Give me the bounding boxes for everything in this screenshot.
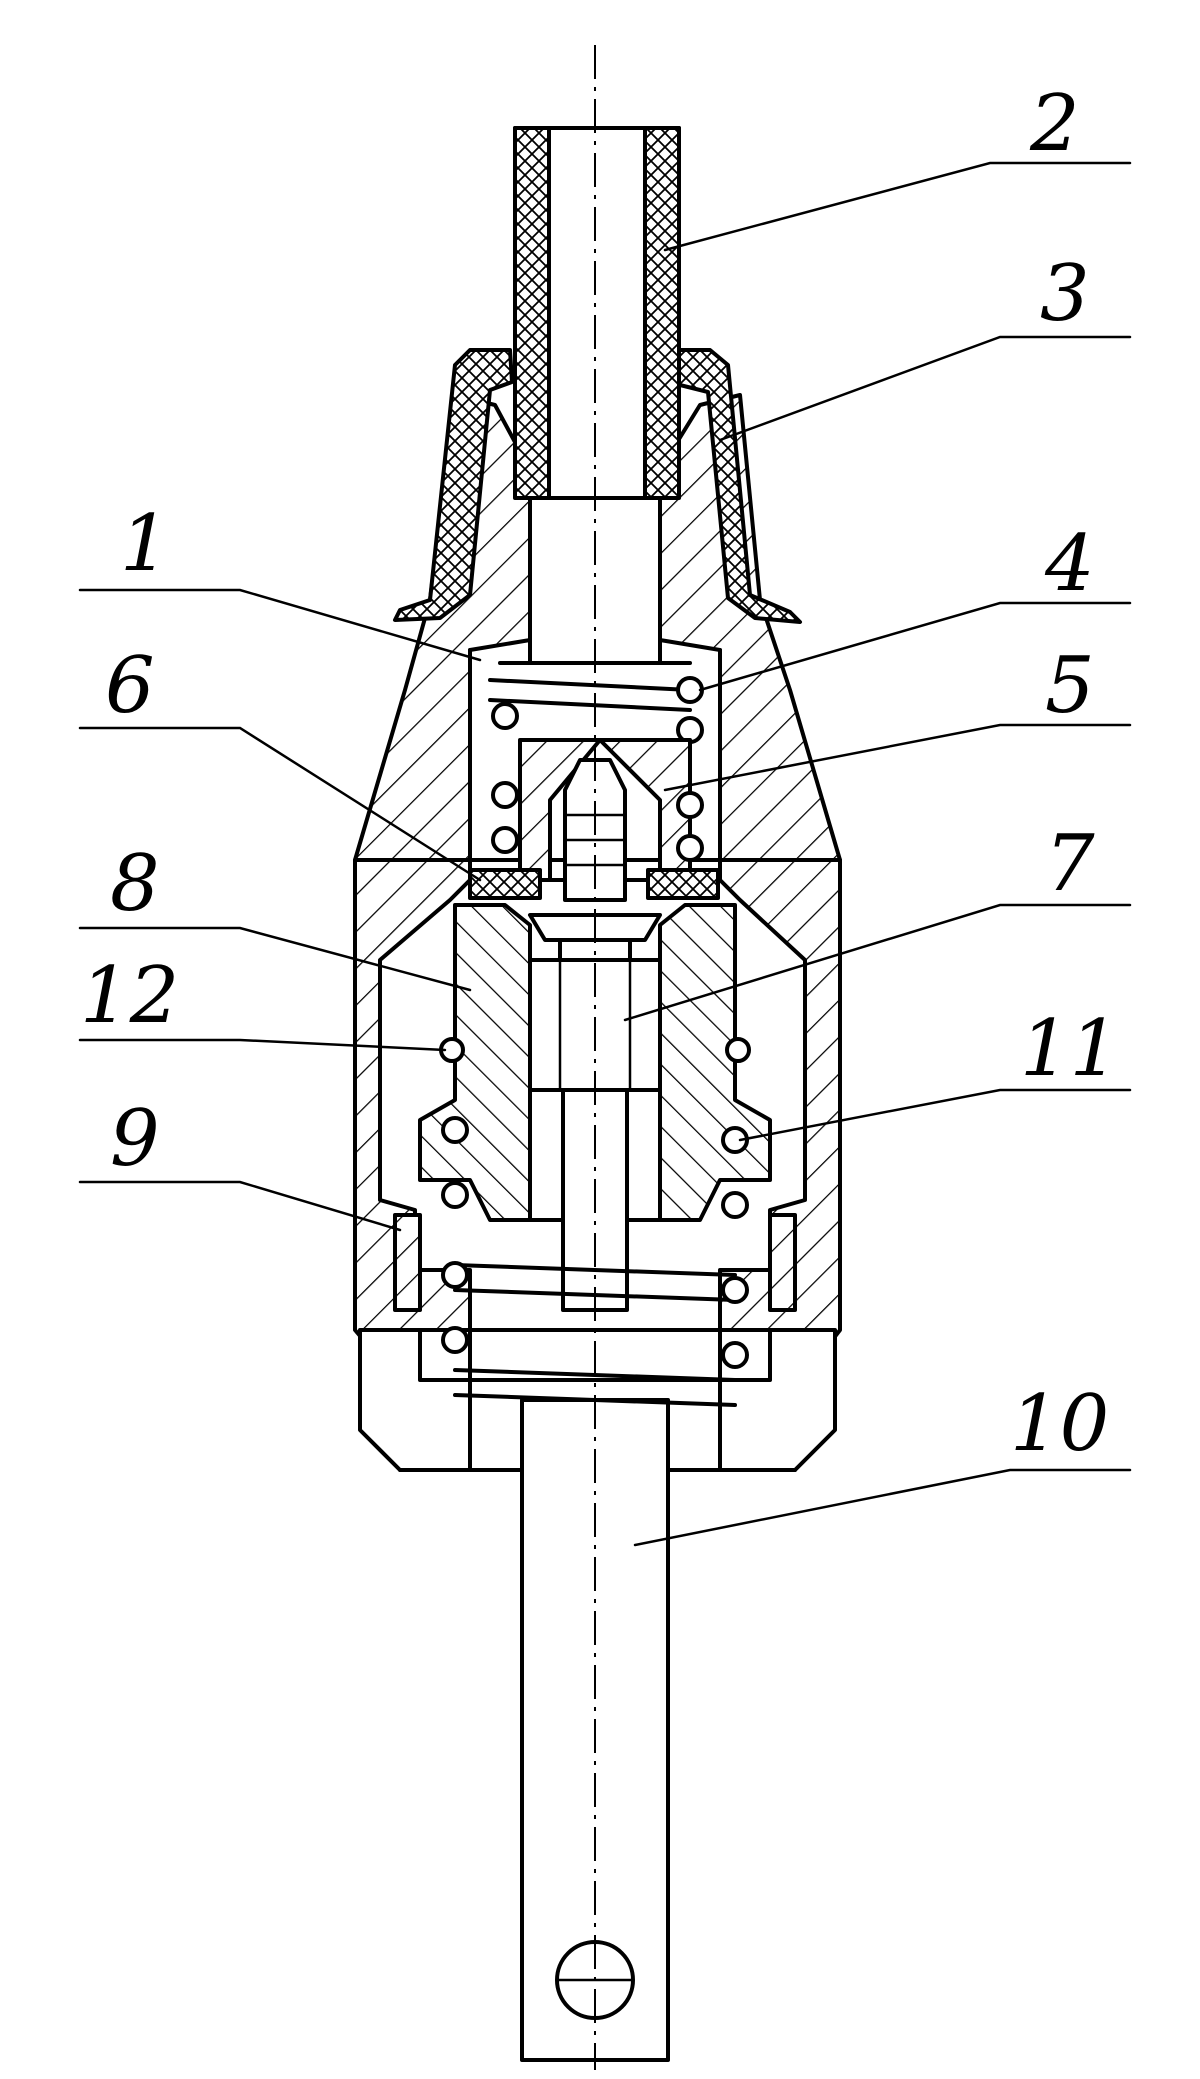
- rod-flange: [418, 1328, 772, 1382]
- dust-boot: [393, 348, 802, 624]
- tube-wall-left: [513, 126, 551, 500]
- inner-sleeve-5: [491, 738, 704, 882]
- label-6: 6: [105, 641, 155, 731]
- leader-8: [78, 926, 472, 992]
- leader-4: [698, 601, 1132, 692]
- seal-6: [468, 868, 720, 900]
- tube-wall-right: [643, 126, 681, 500]
- label-7: 7: [1045, 819, 1095, 909]
- return-springs: [393, 1116, 797, 1407]
- spring-seat-9: [393, 1213, 422, 1312]
- label-2: 2: [1029, 79, 1080, 169]
- label-10: 10: [1010, 1379, 1109, 1469]
- leader-5: [663, 723, 1132, 792]
- seal-6-right: [646, 868, 720, 900]
- label-3: 3: [1040, 249, 1090, 339]
- housing: [353, 393, 842, 1472]
- label-12: 12: [80, 951, 179, 1041]
- leader-11: [738, 1088, 1132, 1142]
- leader-6: [78, 726, 482, 882]
- part-labels: 1 2 3 4 5 6 7 8 12 11 9 10: [80, 79, 1119, 1469]
- sleeve-5-left: [518, 738, 602, 882]
- input-tube: [513, 126, 681, 500]
- seal-6-left: [468, 868, 542, 900]
- piston-right: [658, 903, 772, 1222]
- leader-3: [718, 335, 1132, 442]
- end-cap-right: [718, 1328, 837, 1472]
- spring-seat-right: [768, 1213, 797, 1312]
- leader-10: [633, 1468, 1132, 1547]
- leader-2: [663, 161, 1132, 252]
- boot-left: [393, 348, 514, 622]
- label-1: 1: [120, 499, 170, 589]
- label-9: 9: [110, 1094, 160, 1184]
- leader-9: [78, 1180, 402, 1232]
- leader-lines: [78, 161, 1132, 1547]
- leader-7: [623, 903, 1132, 1022]
- leader-1: [78, 588, 482, 662]
- leader-12: [78, 1038, 447, 1052]
- label-4: 4: [1044, 519, 1095, 609]
- label-11: 11: [1020, 1004, 1119, 1094]
- label-8: 8: [110, 839, 160, 929]
- label-5: 5: [1045, 641, 1095, 731]
- piston-left: [418, 903, 532, 1222]
- boot-right: [663, 348, 802, 624]
- tube-bore: [547, 126, 647, 500]
- plunger-rod: [528, 496, 662, 665]
